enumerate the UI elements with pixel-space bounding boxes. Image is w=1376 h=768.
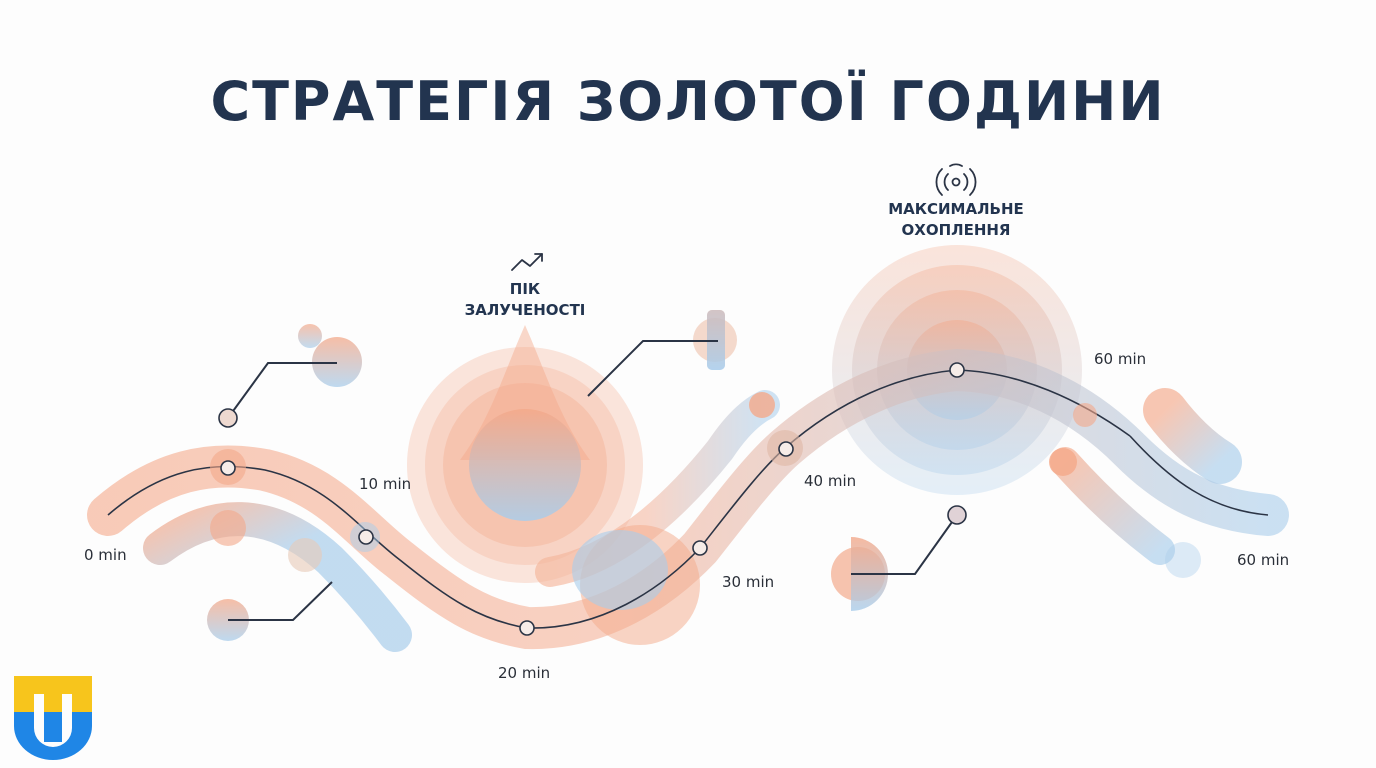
callout-line: ПІК bbox=[509, 280, 541, 298]
marker-40 bbox=[778, 441, 794, 457]
time-markers bbox=[220, 362, 965, 636]
marker-10 bbox=[358, 529, 374, 545]
time-label-10: 10 min bbox=[359, 475, 412, 493]
marker-0 bbox=[220, 460, 236, 476]
time-label-30: 30 min bbox=[722, 573, 775, 591]
trend-up-icon bbox=[511, 253, 543, 271]
decorative-blob bbox=[572, 530, 668, 610]
marker-30 bbox=[692, 540, 708, 556]
callout-max-coverage: МАКСИМАЛЬНЕ ОХОПЛЕННЯ bbox=[856, 199, 1056, 241]
timeline-line bbox=[107, 369, 1131, 629]
time-label-60-end: 60 min bbox=[1237, 551, 1290, 569]
marker-max bbox=[949, 362, 965, 378]
callout-peak-engagement: ПІК ЗАЛУЧЕНОСТІ bbox=[430, 279, 620, 321]
marker-20 bbox=[519, 620, 535, 636]
peak-engagement-rings bbox=[407, 325, 643, 583]
time-label-40: 40 min bbox=[804, 472, 857, 490]
time-label-20: 20 min bbox=[498, 664, 551, 682]
timeline-line-tail bbox=[1129, 435, 1269, 516]
time-label-0: 0 min bbox=[84, 546, 127, 564]
callout-line: ЗАЛУЧЕНОСТІ bbox=[464, 301, 586, 319]
tu-logo bbox=[14, 676, 92, 760]
time-label-60-top: 60 min bbox=[1094, 350, 1147, 368]
callout-line: ОХОПЛЕННЯ bbox=[901, 221, 1011, 239]
callout-line: МАКСИМАЛЬНЕ bbox=[888, 200, 1024, 218]
broadcast-icon bbox=[935, 163, 977, 196]
callout-connectors bbox=[207, 310, 967, 641]
page-title: СТРАТЕГІЯ ЗОЛОТОЇ ГОДИНИ bbox=[210, 70, 1166, 133]
